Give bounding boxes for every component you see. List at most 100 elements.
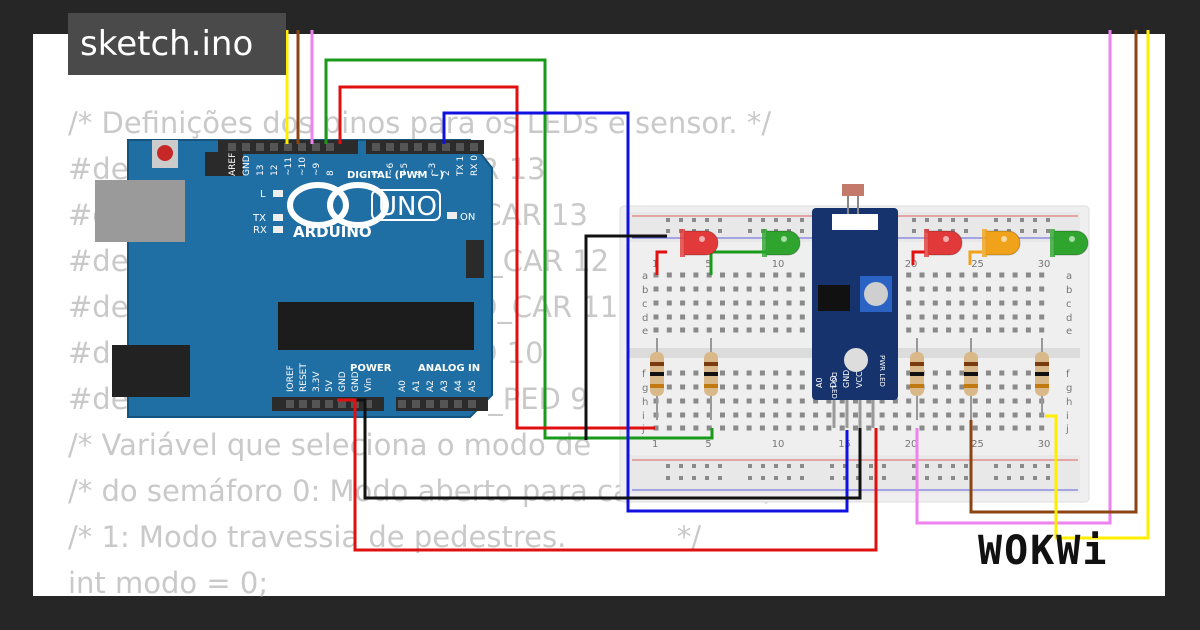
breadboard-hole[interactable] [733, 384, 739, 390]
breadboard-hole[interactable] [759, 425, 765, 431]
power-rail-hole[interactable] [748, 476, 752, 480]
breadboard-hole[interactable] [733, 314, 739, 320]
power-rail-hole[interactable] [912, 218, 916, 222]
breadboard-hole[interactable] [866, 398, 872, 404]
power-rail-hole[interactable] [679, 218, 683, 222]
wires[interactable] [285, 30, 1150, 552]
analog-pin-header[interactable] [398, 400, 406, 408]
breadboard-hole[interactable] [1012, 412, 1018, 418]
breadboard-hole[interactable] [666, 272, 672, 278]
breadboard-hole[interactable] [733, 425, 739, 431]
breadboard-hole[interactable] [879, 425, 885, 431]
power-rail-hole[interactable] [666, 476, 670, 480]
breadboard-hole[interactable] [906, 398, 912, 404]
breadboard-hole[interactable] [892, 398, 898, 404]
breadboard-hole[interactable] [720, 272, 725, 278]
breadboard-hole[interactable] [786, 398, 792, 404]
breadboard-hole[interactable] [773, 398, 779, 404]
breadboard-hole[interactable] [680, 370, 686, 376]
breadboard-hole[interactable] [1012, 370, 1018, 376]
breadboard-hole[interactable] [733, 398, 739, 404]
breadboard-hole[interactable] [653, 425, 659, 431]
breadboard-hole[interactable] [773, 425, 779, 431]
breadboard-hole[interactable] [799, 412, 805, 418]
power-rail-hole[interactable] [951, 218, 955, 222]
breadboard-hole[interactable] [826, 412, 832, 418]
breadboard-hole[interactable] [1012, 286, 1018, 292]
breadboard-hole[interactable] [1025, 370, 1031, 376]
breadboard-hole[interactable] [720, 425, 725, 431]
resistor-5[interactable] [1035, 338, 1049, 416]
breadboard-hole[interactable] [986, 412, 991, 418]
power-rail-hole[interactable] [938, 464, 942, 468]
breadboard-hole[interactable] [1012, 314, 1018, 320]
breadboard-hole[interactable] [680, 384, 686, 390]
breadboard-hole[interactable] [932, 272, 938, 278]
breadboard-hole[interactable] [946, 370, 952, 376]
power-rail-hole[interactable] [843, 476, 847, 480]
breadboard-hole[interactable] [693, 286, 699, 292]
breadboard-hole[interactable] [706, 398, 712, 404]
breadboard-hole[interactable] [946, 398, 952, 404]
breadboard-hole[interactable] [720, 314, 725, 320]
resistor-2[interactable] [704, 338, 718, 420]
breadboard-hole[interactable] [720, 412, 725, 418]
breadboard-hole[interactable] [986, 425, 991, 431]
breadboard-hole[interactable] [999, 272, 1005, 278]
breadboard-hole[interactable] [959, 300, 965, 306]
digital-pin-header[interactable] [312, 143, 320, 151]
led-green[interactable] [762, 229, 801, 257]
wire-yellow-right[interactable] [1045, 30, 1150, 540]
breadboard-hole[interactable] [759, 412, 765, 418]
breadboard-hole[interactable] [892, 425, 898, 431]
digital-pin-header[interactable] [442, 143, 450, 151]
breadboard-hole[interactable] [653, 314, 659, 320]
power-rail-hole[interactable] [856, 464, 860, 468]
breadboard-hole[interactable] [799, 327, 805, 333]
breadboard-hole[interactable] [1012, 327, 1018, 333]
breadboard-hole[interactable] [666, 314, 672, 320]
breadboard-hole[interactable] [946, 384, 952, 390]
power-rail-hole[interactable] [869, 476, 873, 480]
breadboard-hole[interactable] [946, 327, 952, 333]
breadboard-hole[interactable] [906, 272, 912, 278]
wire-red-led3[interactable] [911, 250, 925, 265]
breadboard-hole[interactable] [759, 272, 765, 278]
breadboard-hole[interactable] [786, 425, 792, 431]
power-rail-hole[interactable] [1020, 464, 1024, 468]
breadboard-hole[interactable] [999, 300, 1005, 306]
breadboard-hole[interactable] [799, 398, 805, 404]
breadboard-hole[interactable] [653, 286, 659, 292]
resistor-1[interactable] [650, 338, 664, 420]
resistor-4[interactable] [964, 338, 978, 420]
analog-pin-header[interactable] [454, 400, 462, 408]
breadboard-hole[interactable] [919, 327, 925, 333]
breadboard-hole[interactable] [959, 314, 965, 320]
breadboard-hole[interactable] [773, 300, 779, 306]
breadboard-hole[interactable] [653, 327, 659, 333]
digital-pin-header[interactable] [284, 143, 292, 151]
digital-pin-header[interactable] [326, 143, 334, 151]
breadboard-hole[interactable] [972, 314, 978, 320]
breadboard-hole[interactable] [972, 425, 978, 431]
breadboard-hole[interactable] [959, 327, 965, 333]
breadboard-hole[interactable] [693, 272, 699, 278]
breadboard-hole[interactable] [773, 286, 779, 292]
breadboard-hole[interactable] [799, 300, 805, 306]
breadboard-hole[interactable] [919, 272, 925, 278]
power-rail-hole[interactable] [748, 218, 752, 222]
breadboard-hole[interactable] [972, 398, 978, 404]
power-rail-hole[interactable] [925, 476, 929, 480]
breadboard-hole[interactable] [786, 314, 792, 320]
breadboard-hole[interactable] [746, 425, 752, 431]
power-rail-hole[interactable] [787, 464, 791, 468]
breadboard-hole[interactable] [999, 398, 1005, 404]
breadboard-hole[interactable] [786, 412, 792, 418]
power-rail-hole[interactable] [912, 464, 916, 468]
power-rail-hole[interactable] [774, 476, 778, 480]
power-rail-hole[interactable] [705, 464, 709, 468]
breadboard-hole[interactable] [706, 327, 712, 333]
power-rail-hole[interactable] [882, 476, 886, 480]
breadboard-hole[interactable] [986, 300, 991, 306]
breadboard-hole[interactable] [866, 412, 872, 418]
